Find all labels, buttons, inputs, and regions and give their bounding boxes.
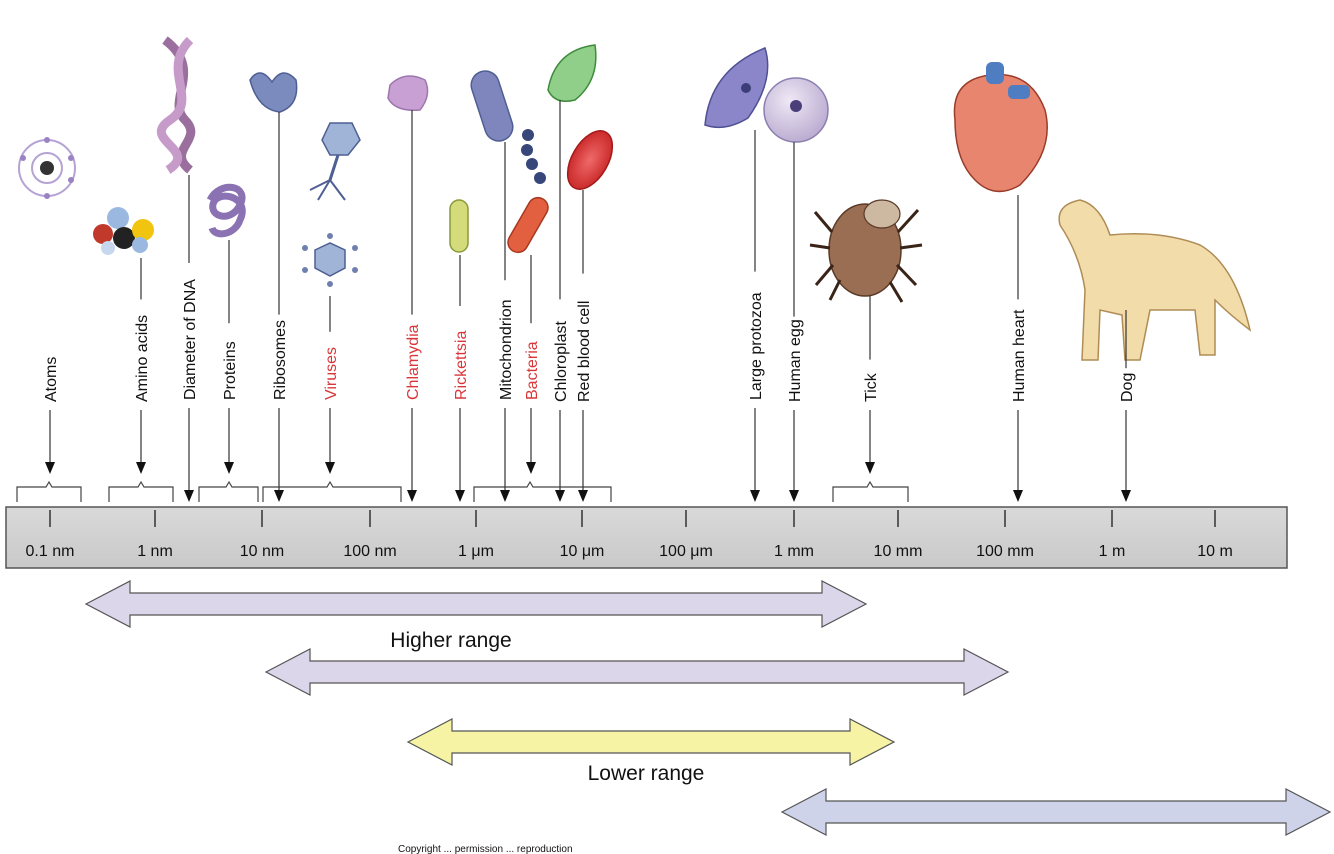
chlamydia-icon xyxy=(387,75,429,111)
organism-label: Amino acids xyxy=(134,315,151,402)
leader-arrowhead xyxy=(184,490,194,502)
leader-arrowhead xyxy=(1121,490,1131,502)
leader-arrowhead xyxy=(500,490,510,502)
leader-arrowhead xyxy=(750,490,760,502)
rickettsia-icon xyxy=(449,199,469,253)
copyright-credit: Copyright ... permission ... reproductio… xyxy=(398,844,573,854)
organism-label: Rickettsia xyxy=(453,331,470,400)
organism-label: Diameter of DNA xyxy=(182,279,199,400)
scale-tick-label: 1 μm xyxy=(458,543,494,560)
scale-tick-label: 1 mm xyxy=(774,543,814,560)
range-braces xyxy=(16,480,909,502)
range-arrow xyxy=(264,648,1010,696)
leader-arrowhead xyxy=(789,490,799,502)
organism-label: Chlamydia xyxy=(405,324,422,400)
organism-labels: Atoms Amino acids Diameter of DNA Proteins R… xyxy=(43,279,1136,402)
range-arrow xyxy=(406,718,896,766)
chloroplast-icon xyxy=(547,44,597,102)
protein-fold-icon xyxy=(206,183,246,238)
leader-arrowhead xyxy=(555,490,565,502)
organism-label: Mitochondrion xyxy=(498,300,515,401)
scale-tick-label: 10 m xyxy=(1197,543,1233,560)
brace-bacteria xyxy=(473,480,612,502)
brace-proteins xyxy=(198,480,259,502)
scale-tick-label: 100 nm xyxy=(343,543,396,560)
organism-label: Atoms xyxy=(43,357,60,402)
brace-amino-acids xyxy=(108,480,174,502)
scale-tick-label: 10 mm xyxy=(874,543,923,560)
brace-tick xyxy=(832,480,909,502)
organism-label: Red blood cell xyxy=(576,301,593,402)
leader-arrowhead xyxy=(865,462,875,474)
protozoa-icon xyxy=(704,47,769,129)
bacteria-icon xyxy=(507,129,549,254)
scale-ticks: 0.1 nm 1 nm 10 nm 100 nm 1 μm 10 μm 100 μm 1 mm… xyxy=(26,510,1233,560)
range-arrow xyxy=(780,788,1332,836)
leader-arrowhead xyxy=(224,462,234,474)
leader-arrowhead xyxy=(136,462,146,474)
scale-tick-label: 100 mm xyxy=(976,543,1034,560)
higher-range-label: Higher range xyxy=(390,629,511,652)
organism-label: Proteins xyxy=(222,341,239,400)
leader-arrowhead xyxy=(325,462,335,474)
organism-label: Dog xyxy=(1119,373,1136,402)
scale-tick-label: 1 m xyxy=(1099,543,1126,560)
organism-label: Tick xyxy=(863,372,880,402)
range-arrow xyxy=(84,580,868,628)
ribosome-icon xyxy=(249,72,298,113)
virus-icon xyxy=(302,122,361,287)
human-egg-icon xyxy=(763,77,829,143)
organism-label: Ribosomes xyxy=(272,320,289,400)
leader-arrowhead xyxy=(578,490,588,502)
brace-atoms xyxy=(16,480,82,502)
atom-icon xyxy=(18,137,76,199)
brace-viruses xyxy=(262,480,402,502)
dna-helix-icon xyxy=(157,36,196,174)
leader-arrowhead xyxy=(45,462,55,474)
red-blood-cell-icon xyxy=(566,130,614,190)
mitochondrion-icon xyxy=(470,70,514,142)
leader-arrowhead xyxy=(407,490,417,502)
heart-icon xyxy=(953,62,1048,193)
organism-label: Large protozoa xyxy=(748,292,765,400)
organism-label: Viruses xyxy=(323,347,340,400)
scale-tick-label: 1 nm xyxy=(137,543,173,560)
leader-arrowhead xyxy=(526,462,536,474)
scale-tick-label: 10 μm xyxy=(560,543,605,560)
leader-arrowhead xyxy=(274,490,284,502)
organism-label: Chloroplast xyxy=(553,321,570,402)
leader-lines xyxy=(45,100,1131,502)
leader-arrowhead xyxy=(455,490,465,502)
tick-icon xyxy=(809,199,923,303)
scale-tick-label: 100 μm xyxy=(659,543,713,560)
leader-arrowhead xyxy=(1013,490,1023,502)
scale-bar xyxy=(5,506,1288,569)
scale-tick-label: 10 nm xyxy=(240,543,284,560)
organism-label: Bacteria xyxy=(524,341,541,400)
organism-label: Human egg xyxy=(787,319,804,402)
organism-label: Human heart xyxy=(1011,309,1028,402)
amino-acid-molecule-icon xyxy=(93,207,154,255)
dog-icon xyxy=(1058,199,1252,361)
lower-range-label: Lower range xyxy=(588,762,705,785)
scale-tick-label: 0.1 nm xyxy=(26,543,75,560)
